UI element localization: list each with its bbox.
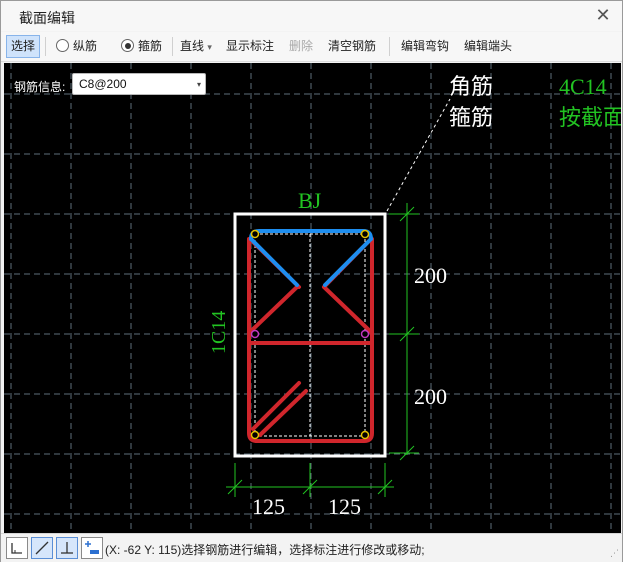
legend-corner-label: 角筋 xyxy=(449,74,493,99)
corner-bars[interactable] xyxy=(250,229,370,440)
toolbar-divider xyxy=(172,37,173,56)
radio-icon xyxy=(56,39,69,52)
perpendicular-tool-icon xyxy=(61,542,73,554)
show-dimensions-button[interactable]: 显示标注 xyxy=(226,39,275,53)
toolbar-divider xyxy=(389,37,390,56)
bj-label[interactable]: BJ xyxy=(298,188,322,213)
corner-tool-icon xyxy=(11,543,22,554)
rebar-info-select[interactable]: C8@200 ▾ xyxy=(72,73,206,95)
line-tool-icon xyxy=(35,541,49,555)
title-bar: 截面编辑 ✕ xyxy=(1,1,622,31)
radio-selected-icon xyxy=(121,39,134,52)
side-bars[interactable] xyxy=(250,329,370,339)
line-tool-button[interactable] xyxy=(31,537,53,559)
drawing-canvas[interactable]: BJ 1C14 角筋 箍筋 4C14 按截面 200 200 125 125 xyxy=(4,63,621,533)
stirrup-label: 箍筋 xyxy=(138,39,163,53)
select-button[interactable]: 选择 xyxy=(6,35,41,58)
section-drawing: BJ 1C14 角筋 箍筋 4C14 按截面 200 200 125 125 xyxy=(4,63,621,533)
dim-right-value[interactable]: 125 xyxy=(328,494,361,519)
vertical-dimension[interactable] xyxy=(389,203,419,461)
leader-line xyxy=(386,98,451,212)
status-bar: (X: -62 Y: 115)选择钢筋进行编辑，选择标注进行修改或移动; ⋰ xyxy=(1,533,622,562)
clear-rebar-button[interactable]: 清空钢筋 xyxy=(328,39,377,53)
window-title: 截面编辑 xyxy=(19,10,75,26)
chevron-down-icon: ▾ xyxy=(207,42,212,52)
dim-left-value[interactable]: 125 xyxy=(252,494,285,519)
edit-hook-button[interactable]: 编辑弯钩 xyxy=(401,39,450,53)
dim-bottom-value[interactable]: 200 xyxy=(414,384,447,409)
close-icon[interactable]: ✕ xyxy=(595,5,611,25)
longitudinal-label: 纵筋 xyxy=(73,39,98,53)
toolbar: 选择 纵筋 箍筋 直线 ▾ 显示标注 删除 清空钢筋 编辑弯钩 编辑端头 xyxy=(1,32,622,62)
line-dropdown[interactable]: 直线 ▾ xyxy=(180,36,212,57)
add-dimension-icon xyxy=(85,541,99,554)
dim-top-value[interactable]: 200 xyxy=(414,263,447,288)
line-label: 直线 xyxy=(180,39,205,53)
longitudinal-radio[interactable]: 纵筋 xyxy=(56,36,97,57)
add-dimension-button[interactable] xyxy=(81,537,103,559)
legend-stirrup-value: 按截面 xyxy=(559,105,621,130)
corner-tool-button[interactable] xyxy=(6,537,28,559)
side-bar-label[interactable]: 1C14 xyxy=(208,311,230,354)
stirrup-radio[interactable]: 箍筋 xyxy=(121,36,162,57)
chevron-down-icon: ▾ xyxy=(196,80,201,89)
legend-stirrup-label: 箍筋 xyxy=(449,105,493,130)
edit-end-button[interactable]: 编辑端头 xyxy=(464,39,513,53)
status-message: (X: -62 Y: 115)选择钢筋进行编辑，选择标注进行修改或移动; xyxy=(105,543,425,557)
perpendicular-tool-button[interactable] xyxy=(56,537,78,559)
rebar-info-value: C8@200 xyxy=(79,77,127,91)
background-grid xyxy=(4,63,621,533)
resize-grip-icon[interactable]: ⋰ xyxy=(610,548,619,558)
delete-button[interactable]: 删除 xyxy=(289,39,314,53)
section-outline[interactable] xyxy=(233,212,387,458)
legend-corner-value: 4C14 xyxy=(559,74,607,99)
rebar-info-label: 钢筋信息: xyxy=(14,80,66,94)
toolbar-divider xyxy=(45,37,46,56)
horizontal-dimension[interactable] xyxy=(226,463,394,497)
